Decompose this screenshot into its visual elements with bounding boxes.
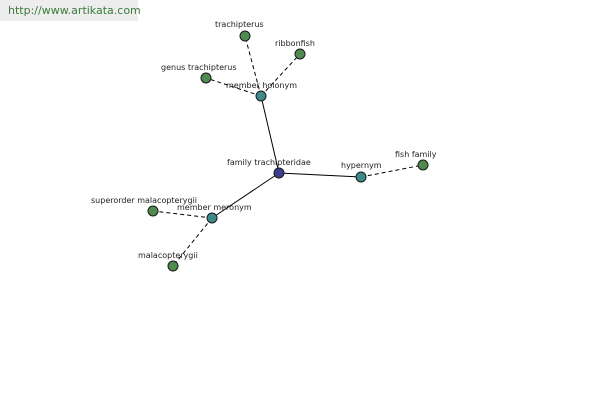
node-family-trachipteridae-label: family trachipteridae <box>227 158 311 167</box>
node-fish-family-dot[interactable] <box>417 159 429 171</box>
edge-member-meronym-malacopterygii <box>172 217 213 267</box>
site-banner: http://www.artikata.com <box>0 0 141 21</box>
edge-central-hypernym <box>278 172 362 178</box>
node-superorder-malacopterygii-label: superorder malacopterygii <box>91 196 197 205</box>
node-genus-trachipterus-dot[interactable] <box>200 72 212 84</box>
node-family-trachipteridae-dot[interactable] <box>273 167 285 179</box>
node-trachipterus[interactable]: trachipterus <box>215 20 264 42</box>
node-ribbonfish[interactable]: ribbonfish <box>275 39 315 60</box>
node-member-meronym-label: member meronym <box>177 203 252 212</box>
node-fish-family-label: fish family <box>395 150 437 159</box>
node-family-trachipteridae[interactable]: family trachipteridae <box>227 158 311 179</box>
edge-central-member-holonym <box>260 95 280 174</box>
edge-hypernym-fish-family <box>360 164 424 178</box>
node-hypernym-label: hypernym <box>341 161 382 170</box>
edge-member-holonym-ribbonfish <box>260 53 301 97</box>
node-malacopterygii-label: malacopterygii <box>138 251 198 260</box>
node-superorder-malacopterygii-dot[interactable] <box>147 205 159 217</box>
node-malacopterygii[interactable]: malacopterygii <box>138 251 198 272</box>
node-member-holonym-dot[interactable] <box>255 90 267 102</box>
edge-central-member-meronym <box>211 172 280 219</box>
edge-member-holonym-trachipterus <box>244 35 262 97</box>
node-member-holonym-label: member holonym <box>226 81 297 90</box>
node-member-meronym-dot[interactable] <box>206 212 218 224</box>
node-trachipterus-dot[interactable] <box>239 30 251 42</box>
node-trachipterus-label: trachipterus <box>215 20 264 29</box>
node-fish-family[interactable]: fish family <box>395 150 437 171</box>
node-hypernym-dot[interactable] <box>355 171 367 183</box>
node-member-meronym[interactable]: member meronym <box>177 203 252 224</box>
node-ribbonfish-label: ribbonfish <box>275 39 315 48</box>
node-superorder-malacopterygii[interactable]: superorder malacopterygii <box>91 196 197 217</box>
edge-member-meronym-superorder <box>152 210 213 219</box>
node-member-holonym[interactable]: member holonym <box>226 81 297 102</box>
node-ribbonfish-dot[interactable] <box>294 48 306 60</box>
site-url-link[interactable]: http://www.artikata.com <box>8 4 141 17</box>
node-genus-trachipterus-label: genus trachipterus <box>161 63 237 72</box>
node-malacopterygii-dot[interactable] <box>167 260 179 272</box>
edge-member-holonym-genus-trachipterus <box>205 77 262 97</box>
node-hypernym[interactable]: hypernym <box>341 161 382 183</box>
node-genus-trachipterus[interactable]: genus trachipterus <box>161 63 237 84</box>
